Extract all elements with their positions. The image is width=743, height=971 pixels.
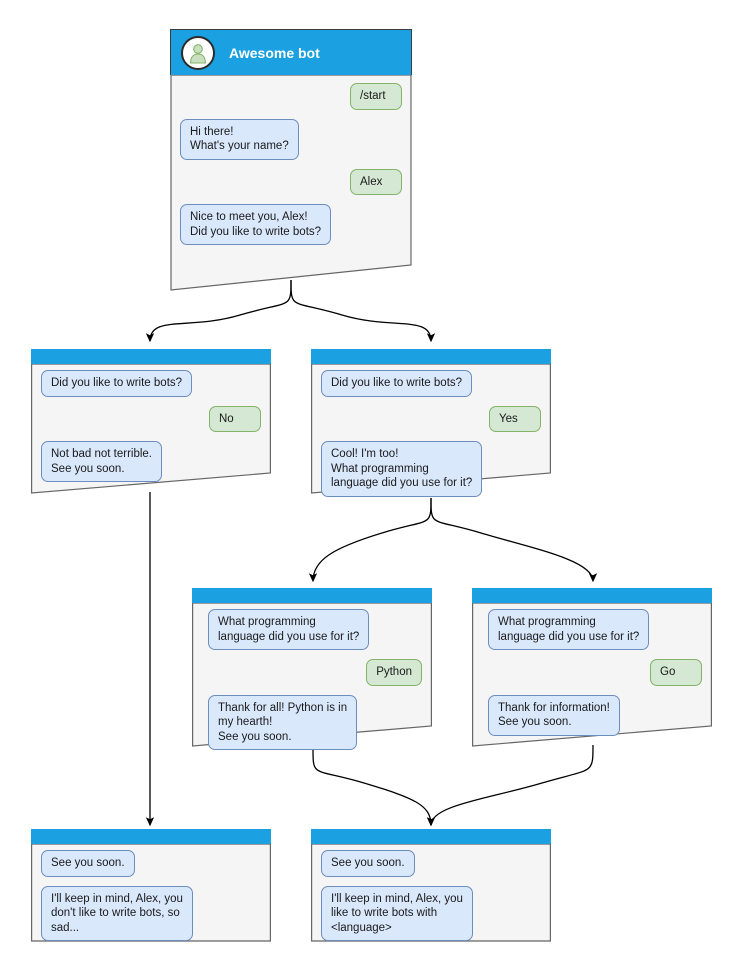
node-answer-yes-chat: Did you like to write bots? Yes Cool! I'…: [311, 364, 551, 506]
message-row: Hi there! What's your name?: [180, 118, 402, 160]
node-answer-yes[interactable]: Did you like to write bots? Yes Cool! I'…: [311, 349, 551, 497]
bot-message-bubble: I'll keep in mind, Alex, you don't like …: [41, 885, 193, 941]
node-lang-python-chat: What programming language did you use fo…: [192, 603, 432, 759]
message-row: Thank for all! Python is in my hearth! S…: [208, 694, 422, 750]
message-row: Python: [208, 659, 422, 686]
bot-message-bubble: Nice to meet you, Alex! Did you like to …: [180, 204, 332, 245]
bot-message-bubble: Did you like to write bots?: [41, 370, 193, 397]
node-end-sad[interactable]: See you soon. I'll keep in mind, Alex, y…: [31, 829, 271, 942]
message-row: Yes: [321, 405, 541, 432]
node-start[interactable]: Awesome bot /start Hi there! What's your…: [170, 29, 412, 291]
bot-message-bubble: Thank for information! See you soon.: [488, 694, 620, 736]
user-message-bubble[interactable]: Python: [366, 659, 422, 686]
message-row: /start: [180, 83, 402, 110]
node-start-chat: /start Hi there! What's your name? Alex …: [170, 75, 412, 254]
node-end-sad-header: [31, 829, 271, 844]
user-message-bubble[interactable]: No: [209, 405, 261, 432]
message-row: Thank for information! See you soon.: [488, 694, 702, 736]
message-row: Not bad not terrible. See you soon.: [41, 441, 261, 482]
bot-message-bubble: Cool! I'm too! What programming language…: [321, 441, 483, 497]
message-row: What programming language did you use fo…: [208, 609, 422, 650]
message-row: Did you like to write bots?: [41, 370, 261, 397]
node-lang-python-header: [192, 588, 432, 603]
node-answer-no-header: [31, 349, 271, 364]
bot-name-label: Awesome bot: [229, 44, 320, 61]
message-row: I'll keep in mind, Alex, you don't like …: [41, 885, 261, 941]
message-row: What programming language did you use fo…: [488, 609, 702, 650]
user-message-bubble[interactable]: Yes: [489, 405, 541, 432]
bot-message-bubble: I'll keep in mind, Alex, you like to wri…: [321, 885, 473, 941]
node-answer-no-chat: Did you like to write bots? No Not bad n…: [31, 364, 271, 491]
message-row: Go: [488, 659, 702, 686]
node-end-happy[interactable]: See you soon. I'll keep in mind, Alex, y…: [311, 829, 551, 942]
bot-message-bubble: See you soon.: [321, 850, 415, 877]
user-message-bubble[interactable]: Alex: [350, 168, 402, 195]
bot-message-bubble: See you soon.: [41, 850, 135, 877]
message-row: See you soon.: [41, 850, 261, 877]
message-row: I'll keep in mind, Alex, you like to wri…: [321, 885, 541, 941]
edge-python-to-end-happy: [312, 747, 436, 827]
bot-message-bubble: What programming language did you use fo…: [208, 609, 370, 650]
node-start-header: Awesome bot: [170, 29, 412, 75]
bot-message-bubble: Thank for all! Python is in my hearth! S…: [208, 694, 358, 750]
user-message-bubble[interactable]: Go: [650, 659, 702, 686]
person-avatar-icon: [181, 35, 215, 70]
message-row: Nice to meet you, Alex! Did you like to …: [180, 204, 402, 245]
bot-message-bubble: What programming language did you use fo…: [488, 609, 650, 650]
message-row: Did you like to write bots?: [321, 370, 541, 397]
bot-message-bubble: Not bad not terrible. See you soon.: [41, 441, 163, 482]
edge-go-to-end-happy: [426, 744, 594, 827]
node-end-sad-chat: See you soon. I'll keep in mind, Alex, y…: [31, 844, 271, 950]
message-row: See you soon.: [321, 850, 541, 877]
node-lang-go[interactable]: What programming language did you use fo…: [472, 588, 712, 748]
user-message-bubble[interactable]: /start: [350, 83, 402, 110]
message-row: No: [41, 405, 261, 432]
node-end-happy-chat: See you soon. I'll keep in mind, Alex, y…: [311, 844, 551, 950]
node-end-happy-header: [311, 829, 551, 844]
message-row: Alex: [180, 168, 402, 195]
node-lang-go-chat: What programming language did you use fo…: [472, 603, 712, 745]
node-lang-go-header: [472, 588, 712, 603]
node-lang-python[interactable]: What programming language did you use fo…: [192, 588, 432, 750]
edge-yes-to-go: [430, 497, 598, 583]
bot-message-bubble: Did you like to write bots?: [321, 370, 473, 397]
bot-message-bubble: Hi there! What's your name?: [180, 118, 299, 160]
edge-yes-to-python: [308, 497, 432, 583]
node-answer-yes-header: [311, 349, 551, 364]
node-answer-no[interactable]: Did you like to write bots? No Not bad n…: [31, 349, 271, 495]
message-row: Cool! I'm too! What programming language…: [321, 441, 541, 497]
